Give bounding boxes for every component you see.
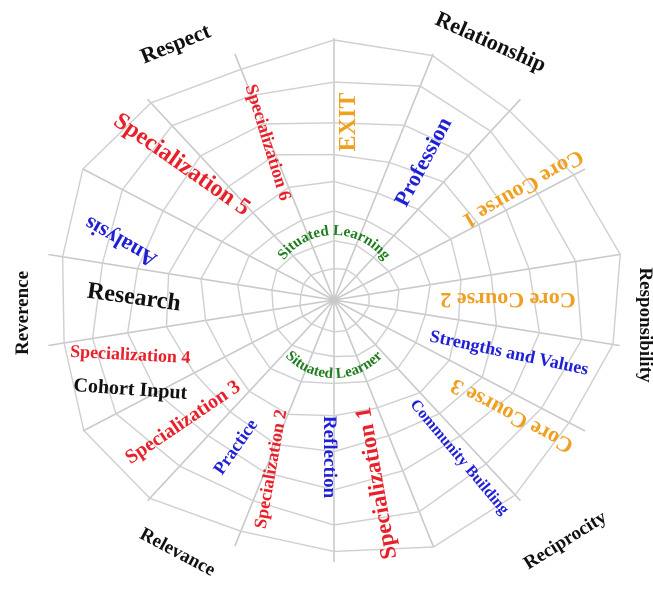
spoke-core-course-1: Core Course 1 xyxy=(459,145,589,234)
spoke-specialization-5: Specialization 5 xyxy=(109,108,256,221)
spoke-exit: EXIT xyxy=(335,93,361,152)
value-respect: Respect xyxy=(137,17,215,68)
web-spoke-line xyxy=(82,299,335,432)
web-spoke-line xyxy=(333,299,521,502)
web-spoke-line xyxy=(82,168,335,301)
spoke-practice: Practice xyxy=(209,415,261,478)
web-spoke-line xyxy=(234,299,335,547)
value-reverence: Reverence xyxy=(12,271,33,355)
value-responsibility: Responsibility xyxy=(635,267,653,383)
web-ring xyxy=(165,153,498,453)
web-ring xyxy=(91,81,583,526)
web-spoke-line xyxy=(333,253,620,301)
web-spoke-line xyxy=(48,299,335,347)
web-spoke-line xyxy=(48,253,335,301)
spider-web xyxy=(48,38,621,562)
spoke-reflection: Reflection xyxy=(319,416,340,499)
spoke-profession: Profession xyxy=(388,113,456,211)
web-spoke-line xyxy=(147,98,335,301)
spoke-specialization-6: Specialization 6 xyxy=(242,82,296,203)
web-spoke-line xyxy=(333,299,434,547)
web-spoke-line xyxy=(333,53,434,301)
spoke-specialization-4: Specialization 4 xyxy=(70,341,191,367)
value-reciprocity: Reciprocity xyxy=(520,506,611,574)
web-spoke-line xyxy=(333,299,586,432)
web-spoke-line xyxy=(333,299,620,347)
web-spoke-line xyxy=(333,168,586,301)
spoke-strengths-and-values: Strengths and Values xyxy=(428,326,590,379)
web-ring xyxy=(236,210,431,385)
value-relationship: Relationship xyxy=(432,6,551,77)
web-ring xyxy=(299,267,370,333)
web-ring xyxy=(126,122,541,491)
web-spoke-line xyxy=(333,98,521,301)
web-spoke-line xyxy=(234,53,335,301)
web-spoke-line xyxy=(147,299,335,502)
spoke-core-course-2: Core Course 2 xyxy=(440,288,575,313)
value-relevance: Relevance xyxy=(136,524,219,581)
web-ring xyxy=(200,180,462,417)
spoke-cohort-input: Cohort Input xyxy=(73,374,189,404)
web-ring xyxy=(271,239,400,358)
web-ring xyxy=(61,39,621,553)
